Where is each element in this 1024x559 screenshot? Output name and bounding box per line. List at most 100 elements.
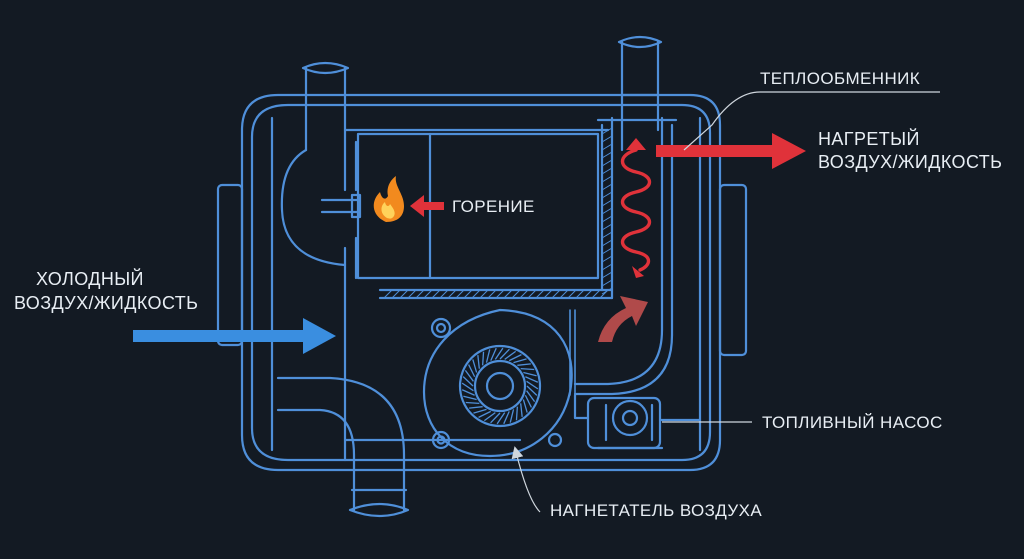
hatch-line [423,289,433,299]
hatch-line [601,135,613,143]
cold-label-line2: ВОЗДУХ/ЖИДКОСТЬ [14,293,199,313]
bottom-elbow-pipe [276,376,410,518]
blower-vane [499,348,510,360]
blower-vane [472,359,478,373]
hatch-line [601,183,613,191]
flow-arrow [598,296,648,342]
blower-vane [464,369,474,382]
hatch-line [601,127,613,135]
top-left-pipe [280,61,350,267]
top-right-pipe [617,35,663,152]
blower-vane [509,409,515,423]
hatch-line [415,289,425,299]
blower-vane [462,376,474,387]
hatch-line [601,207,613,215]
hatch-line [583,289,593,299]
blower-vane [526,385,538,396]
air-blower-label: НАГНЕТАТЕЛЬ ВОЗДУХА [550,501,763,520]
hatch-line [519,289,529,299]
blower-vane [461,382,474,392]
hatch-line [543,289,553,299]
blower-vane [517,363,531,366]
blower-vane [478,410,492,418]
leader-air-blower [511,446,541,513]
hatch-line [487,289,497,299]
blower-vane [525,376,539,383]
leader-heat-exchanger [683,91,940,151]
hatch-line [551,289,561,299]
blower-vane [494,347,504,360]
hatch-line [601,143,613,151]
heat-exchanger-channel [573,116,678,396]
hatch-line [495,289,505,299]
hatch-line [601,215,613,223]
hatch-line [591,289,601,299]
blower-vane [504,350,517,360]
combustion-arrow [410,195,444,217]
hatch-line [601,271,613,279]
hatch-line [575,289,585,299]
hatch-line [601,151,613,159]
coil-arrow-head [626,138,646,150]
blower-vane [526,380,539,390]
blower-vane [508,354,522,362]
blower-vane [490,412,501,424]
hatch-line [601,279,613,287]
hatch-line [455,289,465,299]
blower-vane [485,349,491,363]
hatch-line [601,199,613,207]
blower-vane [496,412,506,425]
blower-vane [520,367,535,371]
heat-exchanger-label: ТЕПЛООБМЕННИК [760,69,921,88]
hatch-line [407,289,417,299]
hatch-line [399,289,409,299]
hatch-line [601,263,613,271]
blower-vane [520,403,523,417]
hatch-line [601,167,613,175]
cold-label-line1: ХОЛОДНЫЙ [36,269,144,289]
flame-icon [373,176,404,222]
housing-inner [250,103,712,462]
hatch-line [471,289,481,299]
pump-icon [573,393,702,450]
hatch-line [527,289,537,299]
hatch-line [601,231,613,239]
hatch-line [599,289,609,299]
blower-vane [524,394,532,408]
housing-outer [240,93,722,472]
coil-icon [620,148,652,272]
chamber-hatching [383,127,613,299]
hatch-line [601,239,613,247]
hatch-line [601,175,613,183]
blower-vane [515,406,519,421]
hatch-line [601,255,613,263]
hatch-line [391,289,401,299]
hatch-line [601,191,613,199]
hatch-line [503,289,513,299]
hot-label-line1: НАГРЕТЫЙ [818,129,920,149]
blower-vane [461,389,475,396]
fan-icon [422,308,576,458]
hatch-line [439,289,449,299]
blower-vane [469,406,483,409]
hot-outlet-arrow [656,133,806,169]
blower-vane [513,358,527,364]
blower-vane [468,364,476,378]
hatch-line [601,159,613,167]
blower-vane [483,412,496,422]
hot-label-line2: ВОЗДУХ/ЖИДКОСТЬ [818,152,1003,172]
blower-vane [490,347,497,361]
hatch-line [601,247,613,255]
blower-vane [523,371,537,377]
hatch-line [567,289,577,299]
cold-inlet-arrow [133,318,336,354]
blower-vane [481,351,485,366]
hatch-line [601,223,613,231]
blower-vane [526,390,536,403]
left-bracket [216,183,244,347]
coil-arrow-tail [632,266,644,278]
blower-vane [465,401,480,405]
fuel-pump-label: ТОПЛИВНЫЙ НАСОС [762,413,943,432]
